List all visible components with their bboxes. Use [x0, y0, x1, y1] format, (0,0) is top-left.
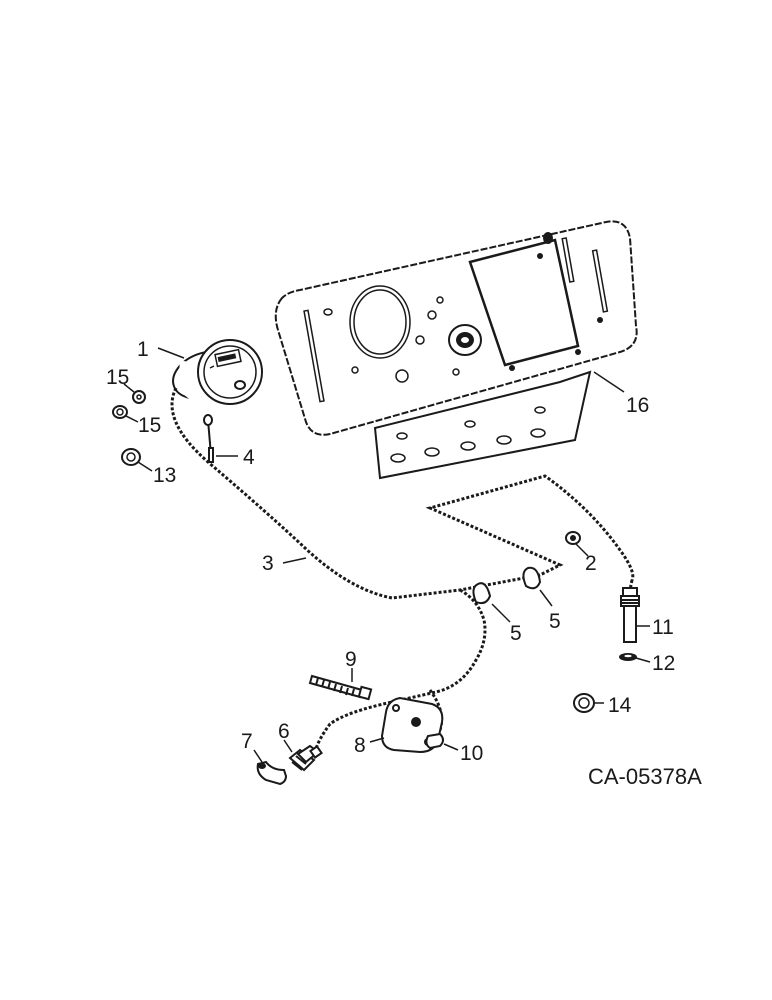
callout-8: 8 [354, 734, 366, 757]
skirt-holes [390, 406, 546, 463]
callout-5a: 5 [510, 622, 522, 645]
callout-7: 7 [241, 730, 253, 753]
callout-9: 9 [345, 648, 357, 671]
callout-3: 3 [262, 552, 274, 575]
callout-14: 14 [608, 694, 632, 717]
callout-1: 1 [137, 338, 149, 361]
callout-15b: 15 [138, 414, 161, 437]
grommet-left [121, 448, 141, 466]
callout-4: 4 [243, 446, 255, 469]
sensor [620, 579, 640, 643]
instrument-panel [274, 220, 638, 480]
callout-10: 10 [460, 742, 483, 765]
gauge [172, 339, 263, 407]
connector [425, 732, 444, 750]
callout-15a: 15 [106, 366, 129, 389]
washer-left [112, 390, 146, 419]
callout-5b: 5 [549, 610, 561, 633]
elbow [256, 760, 288, 786]
diagram-code: CA-05378A [588, 764, 702, 789]
callout-6: 6 [278, 720, 290, 743]
callout-2: 2 [585, 552, 597, 575]
sender [288, 744, 323, 772]
callout-labels: 1 2 3 4 5 5 6 7 8 9 10 11 12 13 14 15 15… [106, 338, 675, 765]
callout-16: 16 [626, 394, 649, 417]
washer [619, 653, 637, 661]
stud [308, 674, 373, 701]
callout-13: 13 [153, 464, 176, 487]
grommet [573, 693, 595, 713]
leader-lines [123, 347, 651, 763]
clip-pair [472, 566, 542, 605]
callout-11: 11 [652, 616, 674, 639]
clip [565, 531, 581, 545]
callout-12: 12 [652, 652, 675, 675]
